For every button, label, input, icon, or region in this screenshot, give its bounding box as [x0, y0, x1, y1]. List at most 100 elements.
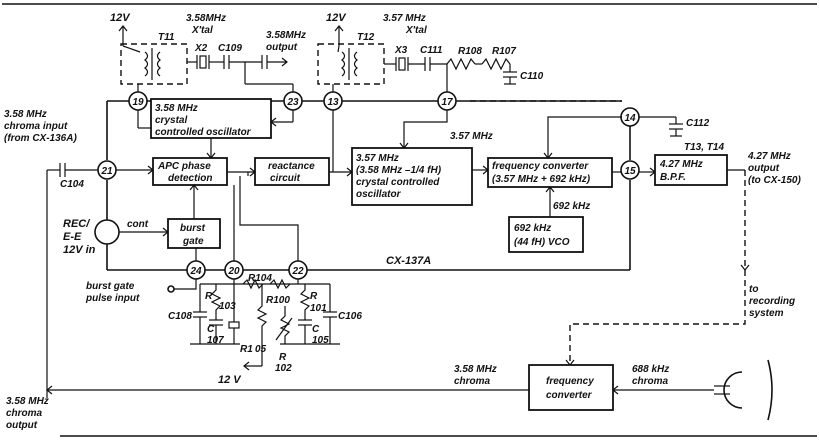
r108-label: R108	[458, 46, 482, 57]
svg-text:24: 24	[189, 266, 202, 277]
bpf-block	[654, 154, 728, 186]
r102-label-num: 102	[275, 363, 292, 374]
burst-pulse-line1: burst gate	[86, 281, 135, 292]
r102-wiper	[275, 317, 293, 341]
r108-resistor	[446, 57, 476, 71]
pin14-arrow	[543, 152, 553, 159]
c107-label-num: 107	[207, 335, 224, 346]
supply-arrow-right	[334, 25, 344, 32]
diode-element	[228, 321, 240, 329]
x3-crystal	[398, 57, 406, 71]
vco-to-conv-arrow	[545, 186, 555, 193]
bottom-12v-label: 12 V	[218, 374, 242, 386]
svg-text:20: 20	[227, 266, 240, 277]
xco-357-line2: (3.58 MHz –1/4 fH)	[356, 165, 442, 176]
xtal2-label: X'tal	[405, 25, 427, 36]
apc-line2: detection	[168, 173, 212, 184]
xco-358-line1: 3.58 MHz	[155, 103, 198, 114]
apc-block	[152, 157, 228, 186]
output-427-line1: 4.27 MHz	[747, 151, 791, 162]
r103-resistor	[210, 284, 222, 320]
t13-t14-label: T13, T14	[684, 142, 724, 153]
freq-conv-bottom-block	[528, 364, 614, 411]
tape-head-icon	[723, 371, 743, 409]
freq-conv-bottom-line2: converter	[546, 390, 593, 401]
r102-label-r: R	[279, 352, 287, 363]
x3-label: X3	[394, 45, 408, 56]
xco-357-line1: 3.57 MHz	[356, 153, 399, 164]
to-recording-line1: to	[749, 284, 758, 295]
t11-supply-wire	[122, 45, 141, 53]
pin17-arrow	[399, 142, 409, 149]
r101-label-num: 101	[310, 303, 327, 314]
xco-358-block	[150, 98, 272, 139]
t12-shield	[317, 43, 385, 85]
burst-pulse-terminal	[167, 285, 175, 293]
c105-label-c: C	[312, 324, 320, 335]
pin-19: 19	[128, 91, 148, 111]
t12-coil-secondary	[353, 51, 358, 77]
apc-line1: APC phase	[157, 161, 211, 172]
signal-357-label: 3.57 MHz	[450, 131, 493, 142]
pin23-arrow	[270, 117, 277, 127]
reactance-block	[254, 157, 330, 186]
r103-label-r: R	[205, 291, 213, 302]
r105-resistor	[256, 284, 268, 340]
x2-label: X2	[194, 43, 208, 54]
freq-conv-line1: frequency converter	[492, 161, 589, 172]
x2-crystal	[199, 55, 207, 69]
r107-label: R107	[492, 46, 516, 57]
rec-ee-terminal	[94, 219, 120, 245]
r100-resistor	[269, 278, 291, 290]
chroma-in-line1: 3.58 MHz	[4, 109, 47, 120]
pin21-arrow	[147, 165, 154, 175]
c106-label: C106	[338, 311, 362, 322]
apc-to-pin22	[239, 176, 299, 261]
pin-22: 22	[288, 260, 308, 280]
c105-label-num: 105	[312, 335, 329, 346]
xtal1-label: X'tal	[191, 25, 213, 36]
chroma-in-line2: chroma input	[4, 121, 68, 132]
tape-icon	[767, 359, 773, 421]
pin-17: 17	[437, 91, 457, 111]
chroma-358-line1: 3.58 MHz	[454, 364, 497, 375]
svg-text:13: 13	[327, 97, 339, 108]
r107-resistor	[481, 57, 511, 71]
r1-label: R1	[240, 344, 253, 355]
pin-13: 13	[323, 91, 343, 111]
pin17-to-xco357	[403, 110, 448, 148]
ic-name-label: CX-137A	[386, 255, 431, 267]
t11-label: T11	[158, 32, 175, 43]
xco-358-line2: crystal	[155, 115, 187, 126]
head-to-conv-arrow	[612, 385, 619, 395]
apc-to-reactance-arrow	[249, 167, 256, 177]
svg-text:14: 14	[624, 113, 636, 124]
svg-text:19: 19	[132, 97, 144, 108]
burst-pulse-line2: pulse input	[85, 293, 140, 304]
r101-resistor	[299, 284, 311, 320]
chroma-out-line2: chroma	[6, 408, 43, 419]
pin-15: 15	[620, 160, 640, 180]
r104-label: R104	[248, 273, 272, 284]
c109-label: C109	[218, 43, 242, 54]
xco-358-line3: controlled oscillator	[155, 127, 252, 138]
chroma-688-line2: chroma	[632, 376, 669, 387]
reactance-line2: circuit	[270, 173, 301, 184]
svg-text:22: 22	[291, 266, 304, 277]
reactance-line1: reactance	[268, 161, 315, 172]
t11-coil-primary	[144, 51, 149, 77]
recording-feedback-dashed	[569, 270, 746, 365]
supply-12v-right: 12V	[326, 12, 347, 24]
freq-conv-line2: (3.57 MHz + 692 kHz)	[492, 174, 591, 185]
c104-label: C104	[60, 179, 84, 190]
c110-label: C110	[520, 71, 544, 82]
r101-label-r: R	[310, 291, 318, 302]
burst-pulse-wire	[174, 279, 197, 290]
burst-gate-line1: burst	[180, 223, 206, 234]
bottom-12v-arrow	[243, 361, 250, 371]
xco-357-line3: crystal controlled	[356, 177, 440, 188]
c108-label: C108	[168, 311, 192, 322]
pin-24: 24	[186, 260, 206, 280]
chroma-out-line1: 3.58 MHz	[6, 396, 49, 407]
